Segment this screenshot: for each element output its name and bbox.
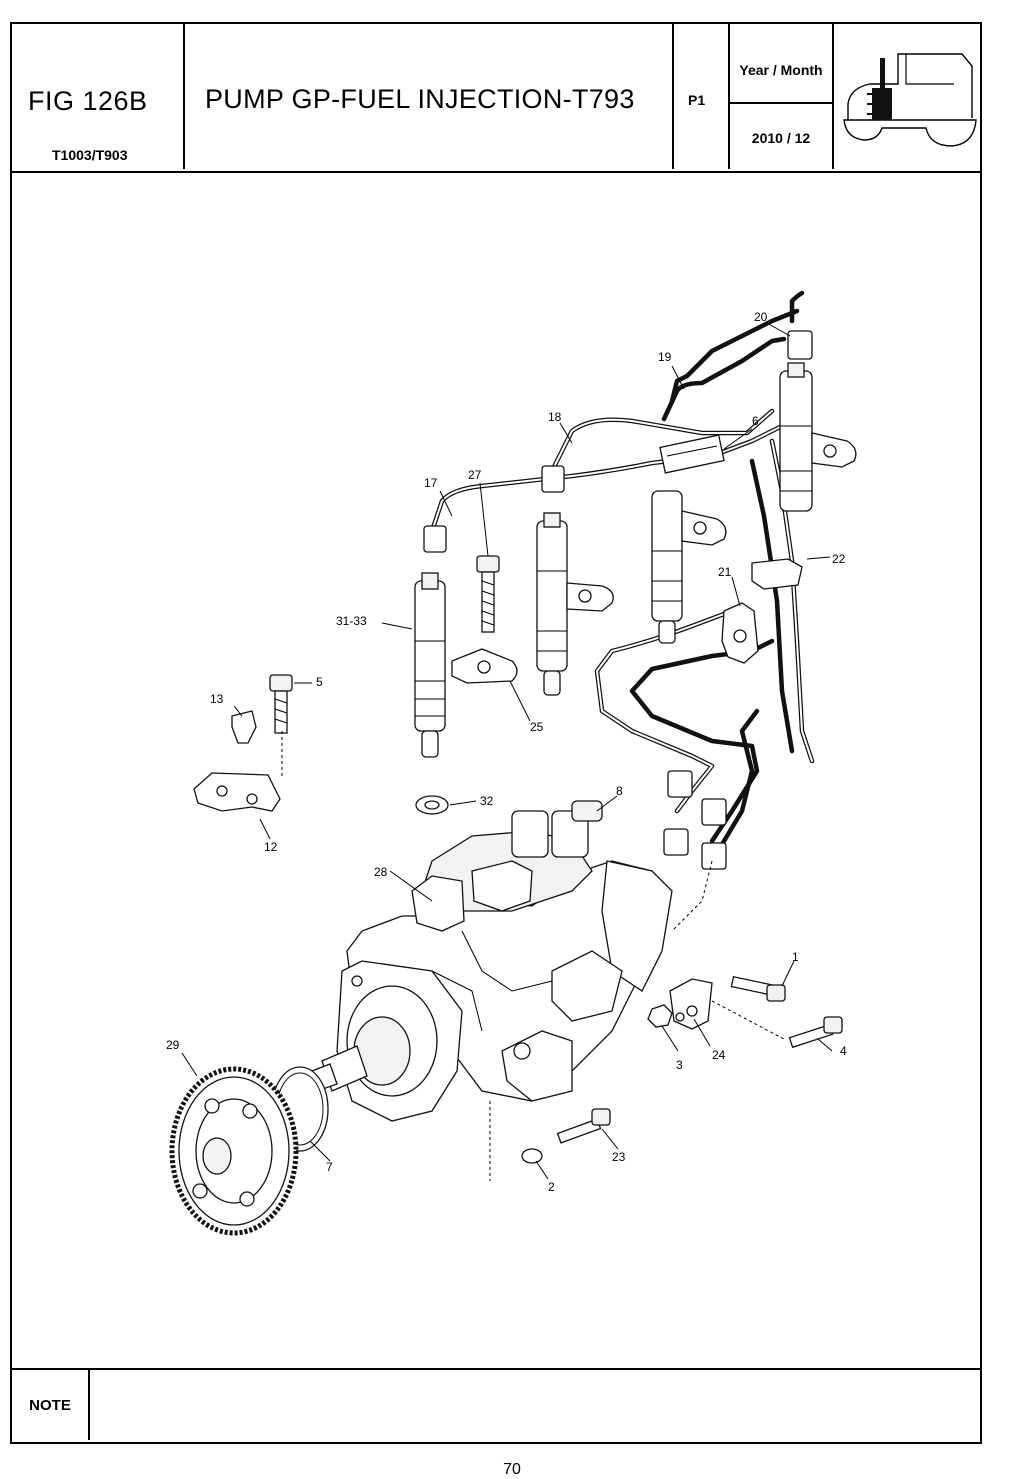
callout-21: 21 [718,565,732,579]
callout-19: 19 [658,350,672,364]
leader-lines [181,322,833,1181]
callout-1: 1 [792,950,799,964]
hose-clip [231,710,257,744]
tractor-silhouette-icon [843,53,977,147]
pipe-clip [751,558,803,590]
line-nuts [423,330,813,870]
injector-washer-hole [424,800,440,810]
callout-17: 17 [424,476,438,490]
callout-7: 7 [326,1160,333,1174]
callout-13: 13 [210,692,224,706]
callout-31-33: 31-33 [336,614,367,628]
callout-8: 8 [616,784,623,798]
year-month-cell: Year / Month 2010 / 12 [730,24,834,169]
pump-mounting-hardware [521,975,843,1164]
callout-2: 2 [548,1180,555,1194]
injector-second [536,512,614,696]
callout-3: 3 [676,1058,683,1072]
model-codes: T1003/T903 [52,147,128,163]
injector-clamp-bracket [451,648,518,684]
fig-cell: FIG 126B T1003/T903 [12,24,185,169]
callout-24: 24 [712,1048,726,1062]
injector-front [414,572,446,758]
callout-labels: 20 19 18 6 17 27 22 21 31-33 5 13 25 32 … [166,310,847,1194]
callout-12: 12 [264,840,278,854]
callout-23: 23 [612,1150,626,1164]
callout-22: 22 [832,552,846,566]
page-code: P1 [688,92,706,108]
fig-number: FIG 126B [28,86,148,116]
note-label: NOTE [12,1370,90,1440]
callout-4: 4 [840,1044,847,1058]
note-row: NOTE [12,1368,980,1442]
logo-cell [834,24,980,169]
callout-29: 29 [166,1038,180,1052]
callout-5: 5 [316,675,323,689]
year-month-divider [730,102,832,104]
bracket-bolt [269,674,293,734]
callout-20: 20 [754,310,768,324]
pump-drive-gear [169,1066,299,1236]
page-code-cell: P1 [674,24,730,169]
page-title: PUMP GP-FUEL INJECTION-T793 [205,84,635,114]
callout-28: 28 [374,865,388,879]
callout-25: 25 [530,720,544,734]
page-frame: FIG 126B T1003/T903 PUMP GP-FUEL INJECTI… [10,22,982,1444]
callout-27: 27 [468,468,482,482]
injector-third [651,490,727,644]
year-month-value: 2010 / 12 [751,130,811,146]
header-table: FIG 126B T1003/T903 PUMP GP-FUEL INJECTI… [12,24,980,173]
exploded-parts-diagram: 20 19 18 6 17 27 22 21 31-33 5 13 25 32 … [166,290,857,1236]
pipe-clamp [659,434,725,474]
year-month-label: Year / Month [739,62,823,78]
mounting-bracket [193,772,281,812]
injector-rear [779,362,857,512]
page-number: 70 [503,1461,521,1478]
pump-flange [311,960,463,1122]
callout-32: 32 [480,794,494,808]
callout-6: 6 [752,414,759,428]
callout-18: 18 [548,410,562,424]
title-cell: PUMP GP-FUEL INJECTION-T793 [185,24,674,169]
injector-clamp-bolt [476,555,500,633]
